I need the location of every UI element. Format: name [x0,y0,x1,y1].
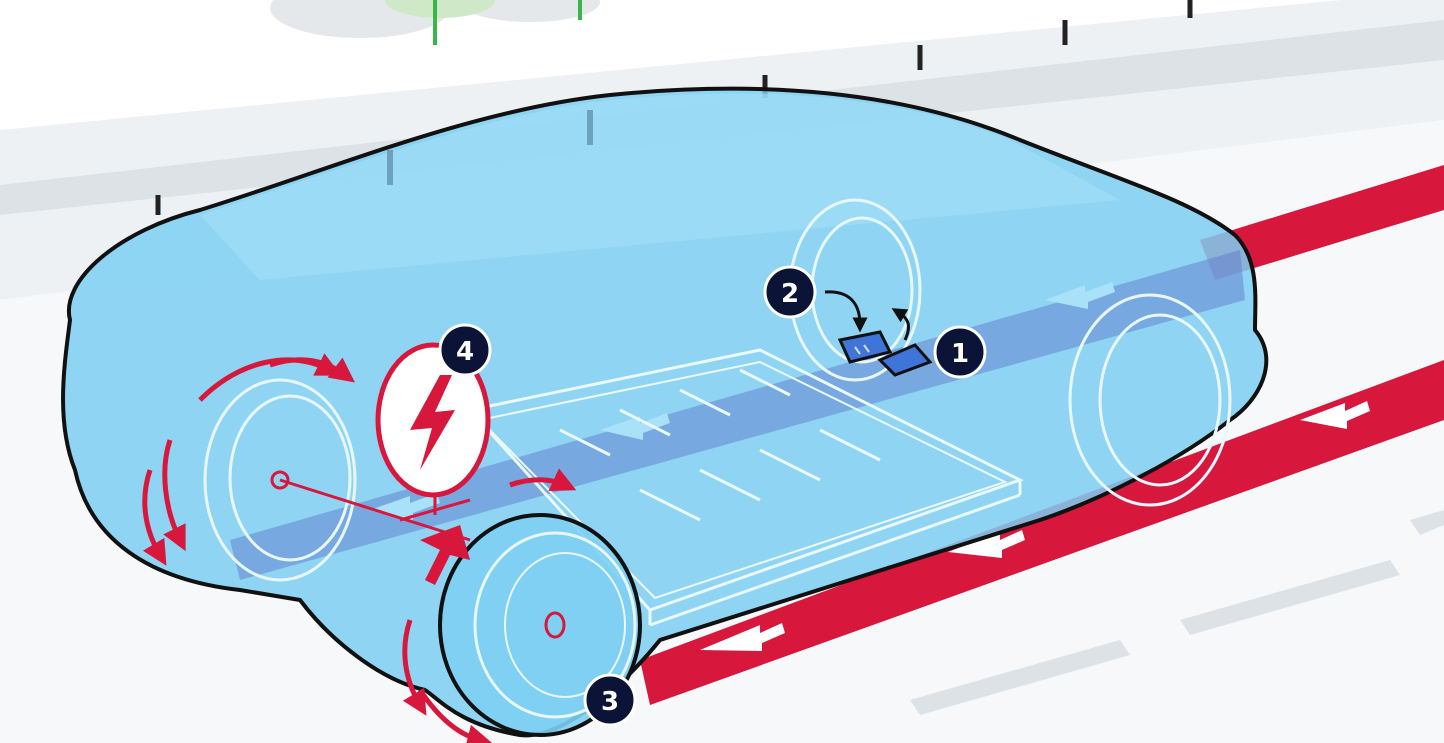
callout-badge-3: 3 [583,673,637,727]
lightning-icon [375,342,491,498]
window-frame [387,110,593,185]
lane-marking [910,640,1130,715]
pedal-icon [837,330,933,377]
callout-badge-2: 2 [763,265,817,319]
motor-arrow-icon [420,525,470,585]
energy-flow-band [230,250,1245,580]
callout-badge-4: 4 [438,323,492,377]
callout-badge-1: 1 [933,325,987,379]
energy-track-rear [1200,165,1444,280]
svg-text:2: 2 [781,279,799,309]
rotation-arrow-icon [142,353,577,743]
axle-lines [270,470,566,639]
front-right-wheel [1068,293,1232,507]
lane-marking [1180,560,1400,635]
tree-icon [270,0,600,45]
flow-arrow-icon [700,401,1370,651]
car-body [61,86,1269,738]
lane-marking [1410,510,1444,535]
energy-track-front [640,360,1444,705]
pedal-arrows [824,290,910,341]
svg-text:4: 4 [456,337,474,367]
front-left-wheel [438,513,642,737]
rear-left-wheel [203,378,357,582]
svg-text:3: 3 [601,687,619,717]
svg-text:1: 1 [951,339,969,369]
